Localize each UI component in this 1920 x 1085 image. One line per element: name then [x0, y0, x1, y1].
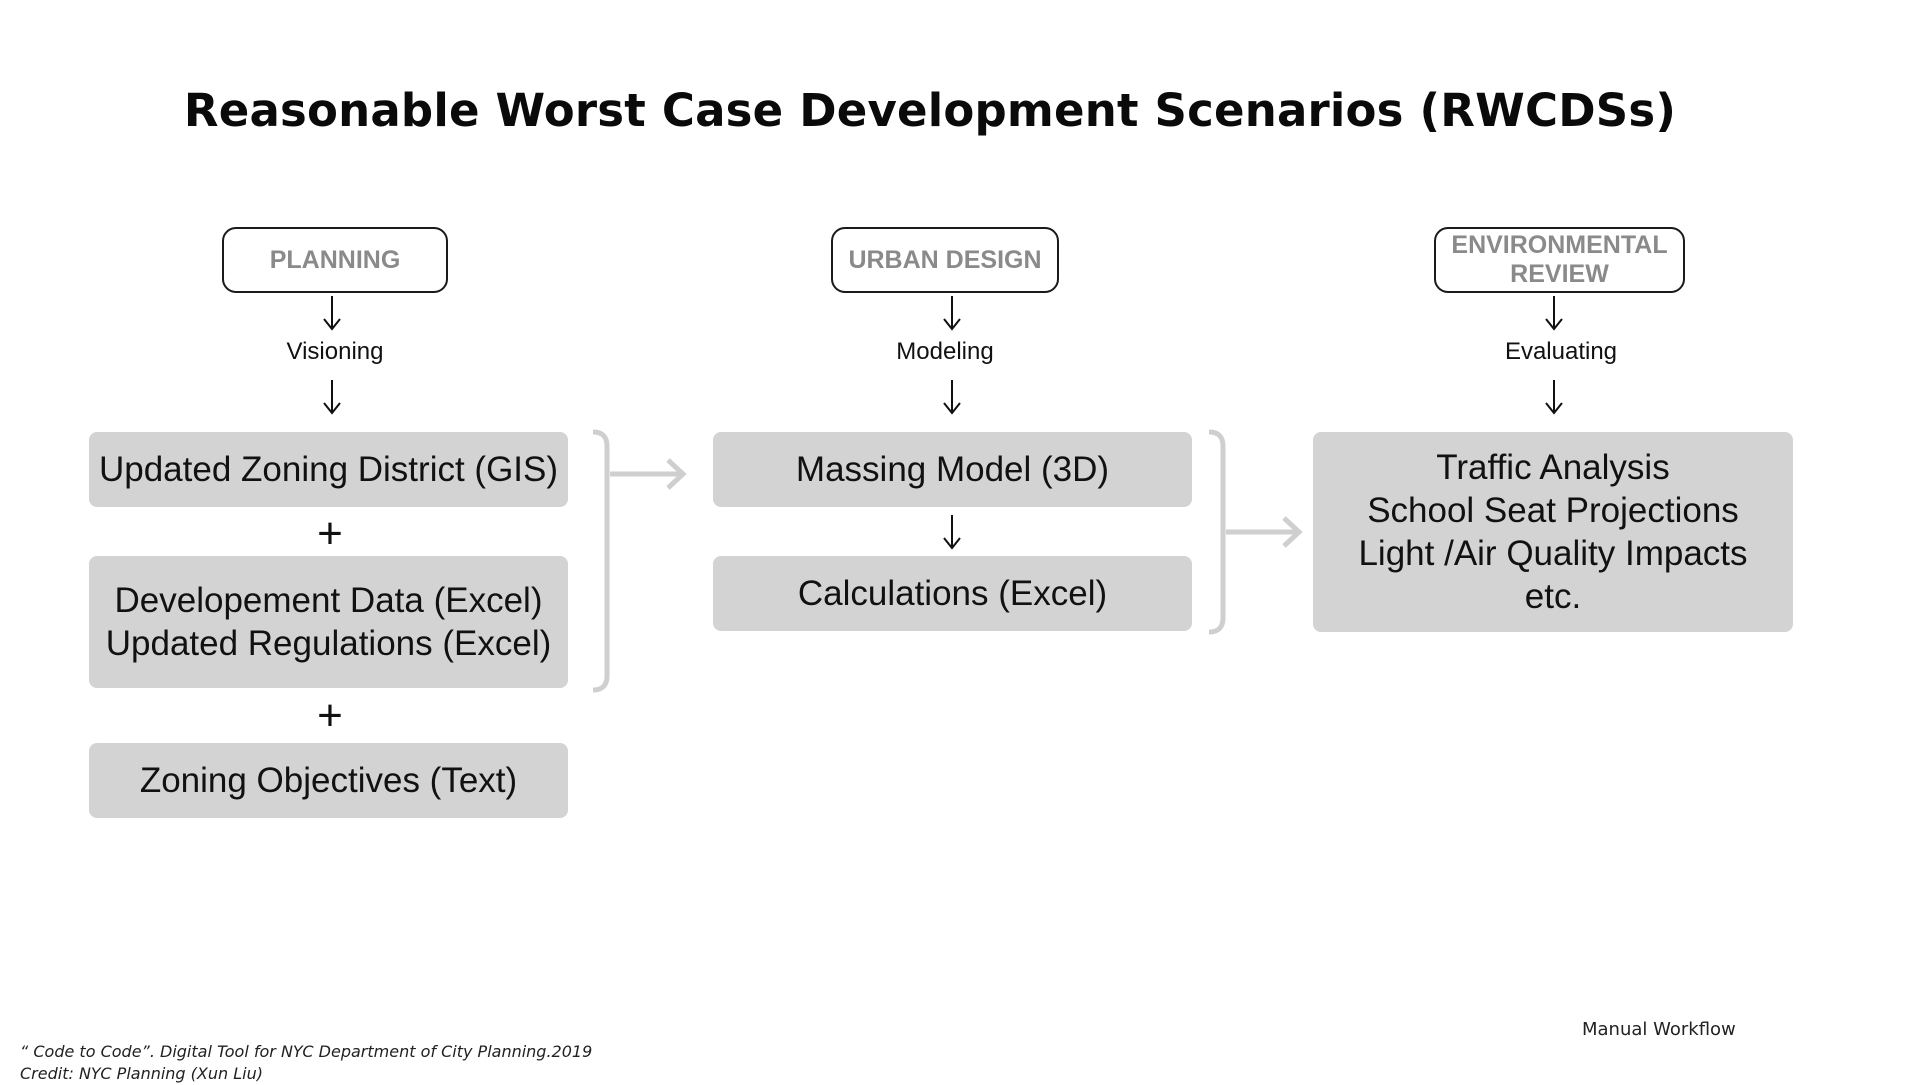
footer-citation: “ Code to Code”. Digital Tool for NYC De…: [20, 1041, 592, 1085]
updated-regulations-text: Updated Regulations (Excel): [105, 624, 552, 663]
etc-text: etc.: [1524, 577, 1582, 616]
planning-department-label: PLANNING: [222, 227, 448, 293]
grouping-bracket-icon: [592, 429, 687, 693]
down-arrow-icon: [943, 380, 961, 415]
urban-design-department-label: URBAN DESIGN: [831, 227, 1059, 293]
zoning-objectives-text: Zoning Objectives (Text): [139, 761, 518, 800]
down-arrow-icon: [323, 380, 341, 415]
grouping-bracket-icon: [1208, 429, 1303, 635]
environmental-review-department-label: ENVIRONMENTAL REVIEW: [1434, 227, 1685, 293]
down-arrow-icon: [943, 515, 961, 550]
massing-model-box: Massing Model (3D): [713, 432, 1192, 507]
calculations-box: Calculations (Excel): [713, 556, 1192, 631]
environmental-analysis-box: Traffic Analysis School Seat Projections…: [1313, 432, 1793, 632]
plus-icon: +: [317, 509, 343, 558]
workflow-caption: Manual Workflow: [1582, 1019, 1736, 1040]
planning-department-text: PLANNING: [269, 245, 401, 274]
environmental-review-department-text: ENVIRONMENTAL REVIEW: [1451, 231, 1667, 289]
down-arrow-icon: [323, 296, 341, 331]
development-data-text: Developement Data (Excel): [114, 581, 543, 620]
calculations-text: Calculations (Excel): [797, 574, 1108, 613]
urban-design-department-text: URBAN DESIGN: [848, 245, 1042, 274]
review-text: REVIEW: [1510, 260, 1609, 288]
development-data-box: Developement Data (Excel) Updated Regula…: [89, 556, 568, 688]
environmental-text: ENVIRONMENTAL: [1451, 231, 1668, 259]
credit-text: Credit: NYC Planning (Xun Liu): [20, 1064, 263, 1083]
down-arrow-icon: [1545, 296, 1563, 331]
zoning-district-text: Updated Zoning District (GIS): [98, 450, 559, 489]
zoning-objectives-box: Zoning Objectives (Text): [89, 743, 568, 818]
massing-model-text: Massing Model (3D): [795, 450, 1110, 489]
traffic-analysis-text: Traffic Analysis: [1436, 448, 1670, 487]
school-seat-projections-text: School Seat Projections: [1367, 491, 1739, 530]
stage-evaluating: Evaluating: [1504, 338, 1618, 365]
page-title: Reasonable Worst Case Development Scenar…: [183, 84, 1677, 137]
down-arrow-icon: [943, 296, 961, 331]
air-quality-impacts-text: Light /Air Quality Impacts: [1358, 534, 1748, 573]
down-arrow-icon: [1545, 380, 1563, 415]
stage-modeling: Modeling: [896, 338, 994, 365]
citation-text: “ Code to Code”. Digital Tool for NYC De…: [20, 1042, 593, 1061]
zoning-district-box: Updated Zoning District (GIS): [89, 432, 568, 507]
stage-visioning: Visioning: [286, 338, 384, 365]
plus-icon: +: [317, 691, 343, 740]
